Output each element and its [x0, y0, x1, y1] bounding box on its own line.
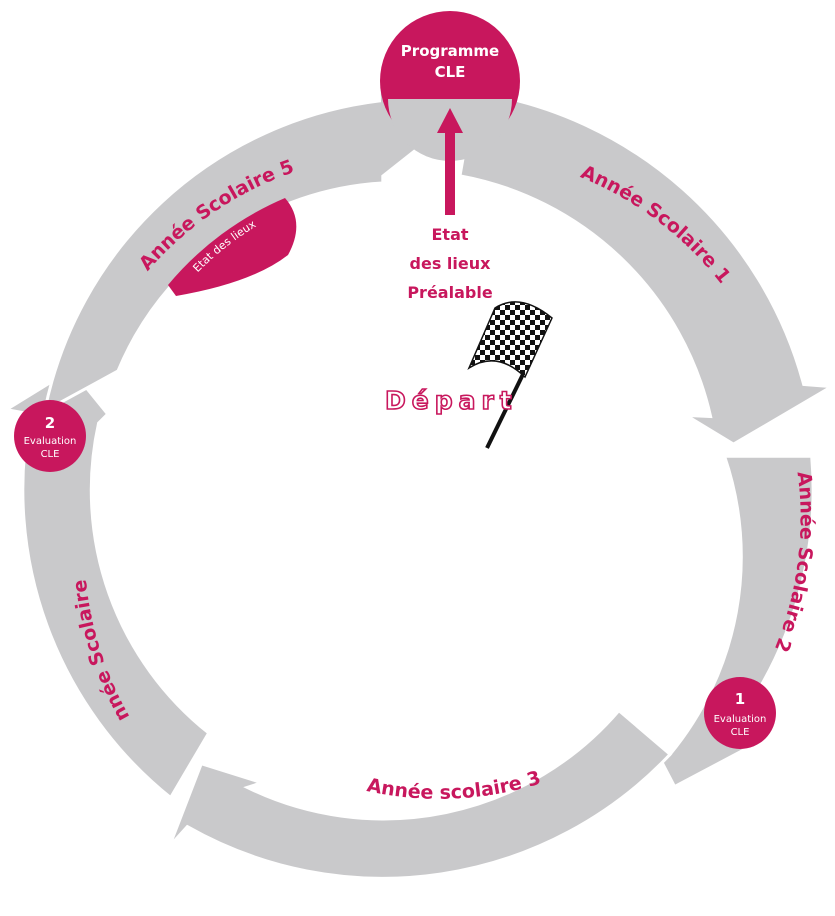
start-note-line1: Etat: [431, 225, 468, 244]
evaluation-2-line1: Evaluation: [24, 436, 77, 447]
ring-segment-year-4: [2, 367, 211, 800]
evaluation-2-number: 2: [45, 414, 55, 432]
programme-subtitle: CLE: [435, 63, 466, 81]
cycle-ring: [2, 66, 835, 880]
evaluation-1-line1: Evaluation: [714, 714, 767, 725]
evaluation-1-number: 1: [735, 690, 745, 708]
depart-label: Départ: [385, 386, 518, 415]
evaluation-1-badge: 1 Evaluation CLE: [704, 677, 776, 749]
start-note-line3: Préalable: [407, 283, 492, 302]
programme-title: Programme: [401, 42, 499, 60]
evaluation-2-badge: 2 Evaluation CLE: [14, 400, 86, 472]
start-note-line2: des lieux: [410, 254, 492, 273]
evaluation-2-line2: CLE: [41, 449, 60, 460]
ring-segment-year-1: [458, 90, 835, 446]
ring-segment-year-3: [168, 708, 673, 880]
evaluation-1-line2: CLE: [731, 727, 750, 738]
arrow-up-icon: [437, 108, 463, 215]
checkered-flag-icon: [467, 301, 553, 451]
